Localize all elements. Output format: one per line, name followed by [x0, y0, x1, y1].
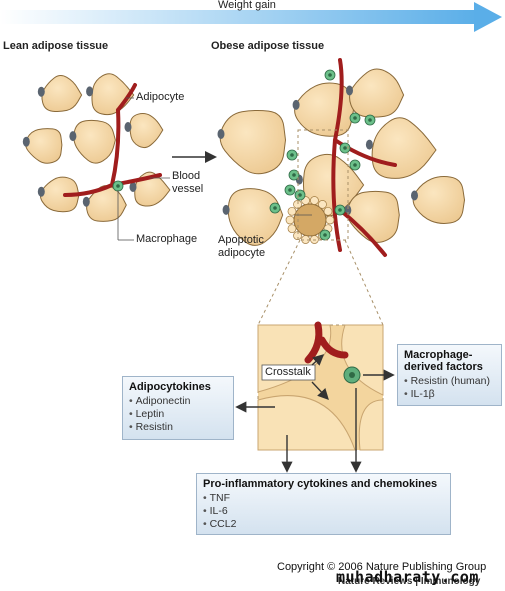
macrophage-nucleus: [353, 116, 357, 120]
copyright-text: Copyright © 2006 Nature Publishing Group: [277, 561, 487, 573]
crosstalk-label: Crosstalk: [265, 366, 311, 378]
adipocytokine-item: Adiponectin: [129, 395, 227, 408]
adipocyte-nucleus: [69, 131, 77, 142]
proinflammatory-item: TNF: [203, 492, 444, 505]
macrophage-factor-item: Resistin (human): [404, 375, 495, 388]
macrophage-nucleus: [288, 188, 292, 192]
adipocyte-nucleus: [217, 129, 225, 139]
adipocyte-nucleus: [82, 196, 90, 207]
panel-arrows: [235, 354, 395, 473]
adipocytokines-box: Adipocytokines Adiponectin Leptin Resist…: [122, 376, 234, 440]
adipocyte-cell: [412, 176, 466, 224]
macrophage-nucleus: [298, 193, 302, 197]
apoptotic-body: [285, 215, 295, 225]
adipocyte-cell: [346, 190, 400, 243]
proinflammatory-item: CCL2: [203, 518, 444, 531]
adipocyte-cell: [349, 68, 405, 118]
apoptotic-body: [301, 235, 310, 244]
macrophage-factors-title-1: Macrophage-: [404, 349, 473, 361]
adipocyte-nucleus: [129, 182, 137, 192]
adipocyte-nucleus: [86, 86, 94, 97]
adipocyte-nucleus: [292, 99, 300, 110]
zoom-lines: [257, 129, 384, 326]
adipocytokines-title: Adipocytokines: [129, 381, 211, 393]
macrophage-nucleus: [368, 118, 372, 122]
lean-tissue-title: Lean adipose tissue: [3, 40, 109, 52]
apoptotic-body: [287, 206, 297, 216]
apoptotic-adipocyte-label: Apoptotic adipocyte: [218, 234, 266, 259]
adipocyte-nucleus: [365, 139, 373, 150]
macrophage-nucleus: [338, 208, 342, 212]
nature-reviews-text: Nature Reviews | Immunology: [338, 576, 481, 587]
proinflammatory-item: IL-6: [203, 505, 444, 518]
proinflammatory-title: Pro-inflammatory cytokines and chemokine…: [203, 478, 438, 490]
lean-blood-vessel: [63, 83, 162, 197]
adipocyte-label: Adipocyte: [136, 91, 185, 103]
lean-tissue-cluster: [22, 73, 171, 222]
crosstalk-panel: [257, 321, 384, 451]
adipocyte-nucleus: [37, 86, 45, 97]
macrophage-factors-title-2: derived factors: [404, 361, 483, 373]
adipocyte-cell: [39, 176, 80, 213]
leader-lines: [117, 97, 312, 241]
adipocyte-cell: [227, 188, 284, 246]
adipocytokine-item: Leptin: [129, 408, 227, 421]
adipocyte-cell: [219, 109, 287, 175]
macrophage-nucleus: [116, 184, 120, 188]
apoptotic-body: [318, 200, 327, 209]
adipocyte-nucleus: [22, 136, 30, 147]
zoom-macrophage: [343, 366, 361, 384]
macrophage-factor-item: IL-1β: [404, 388, 495, 401]
apoptotic-body: [310, 196, 319, 205]
adipocyte-nucleus: [411, 190, 418, 201]
adipocyte-cell: [371, 117, 437, 179]
macrophage-label: Macrophage: [136, 233, 198, 245]
adipocyte-nucleus: [346, 85, 353, 96]
apoptotic-body: [310, 235, 319, 244]
apoptotic-body: [287, 224, 297, 234]
obese-tissue-cluster: [217, 58, 466, 257]
macrophage-nucleus: [323, 233, 327, 237]
macrophage-nucleus: [290, 153, 294, 157]
macrophage-factors-box: Macrophage- derived factors Resistin (hu…: [397, 344, 502, 406]
adipocyte-cell: [25, 128, 63, 164]
macrophage-nucleus: [343, 146, 347, 150]
macrophage-nucleus: [273, 206, 277, 210]
adipocyte-nucleus: [222, 204, 230, 215]
adipocyte-cell: [129, 113, 164, 149]
adipocyte-cell: [73, 119, 116, 164]
watermark-text: muhadharaty.com: [336, 568, 479, 586]
adipocyte-cell: [294, 82, 355, 137]
obese-tissue-title: Obese adipose tissue: [211, 40, 325, 52]
adipocytokine-item: Resistin: [129, 421, 227, 434]
macrophage-nucleus: [328, 73, 332, 77]
macrophage-nucleus: [292, 173, 296, 177]
adipocyte-nucleus: [124, 122, 132, 132]
apoptotic-body: [325, 215, 335, 225]
blood-vessel-label: Blood vessel: [172, 170, 204, 195]
weight-gain-label: Weight gain: [218, 0, 276, 11]
adipocyte-cell: [41, 75, 83, 112]
proinflammatory-box: Pro-inflammatory cytokines and chemokine…: [196, 473, 451, 535]
macrophage-nucleus: [353, 163, 357, 167]
adipocyte-nucleus: [37, 186, 45, 197]
weight-gain-arrow: [0, 2, 502, 32]
apoptotic-body: [323, 206, 333, 216]
